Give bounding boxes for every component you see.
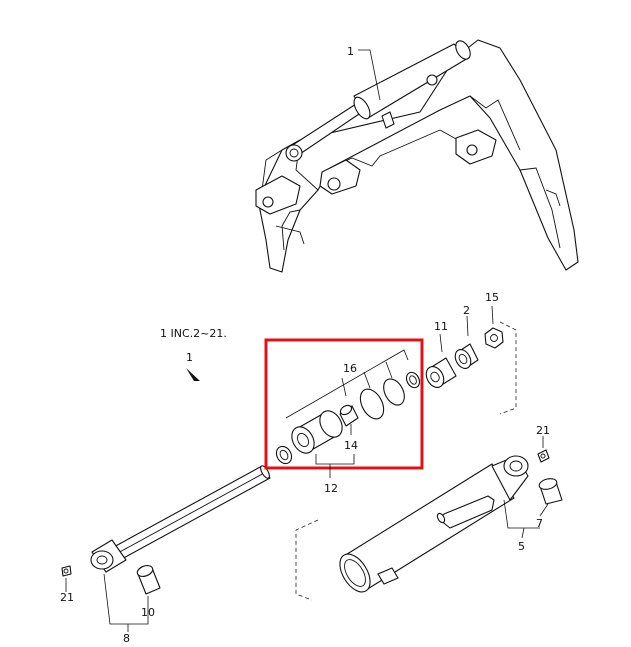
grease-fitting-left [61, 565, 72, 577]
cylinder-head-part [291, 410, 343, 454]
piston-ring-2 [454, 343, 479, 369]
callout-15: 15 [485, 291, 499, 304]
callout-16: 16 [343, 362, 357, 375]
assembly-note: 1 INC.2~21. [160, 327, 227, 340]
boom-arm-assembly [255, 39, 579, 273]
hex-nut-15 [484, 327, 504, 349]
direction-arrow-icon [186, 368, 200, 381]
bushing-10 [136, 565, 161, 595]
callout-5: 5 [518, 540, 525, 553]
callout-10: 10 [141, 606, 155, 619]
o-ring-medium [383, 378, 405, 406]
callout-1: 1 [186, 351, 193, 364]
bushing-7 [538, 478, 563, 505]
callout-2: 2 [463, 304, 470, 317]
piston-11 [425, 357, 457, 388]
callout-11: 11 [434, 320, 448, 333]
seal-kit-highlight-box [264, 338, 424, 470]
callout-14: 14 [344, 439, 358, 452]
callout-12: 12 [324, 482, 338, 495]
o-ring-large [359, 388, 385, 420]
callout-1-top: 1 [347, 45, 354, 58]
callout-21-left: 21 [60, 591, 74, 604]
callout-7: 7 [536, 517, 543, 530]
bushing-14 [339, 404, 359, 427]
grease-fitting-right [537, 449, 550, 463]
backup-ring-small [405, 371, 421, 389]
piston-rod-part [90, 465, 271, 573]
cylinder-tube-part [339, 455, 529, 593]
callout-8: 8 [123, 632, 130, 645]
callout-21-right: 21 [536, 424, 550, 437]
rod-seal-ring [275, 445, 293, 465]
